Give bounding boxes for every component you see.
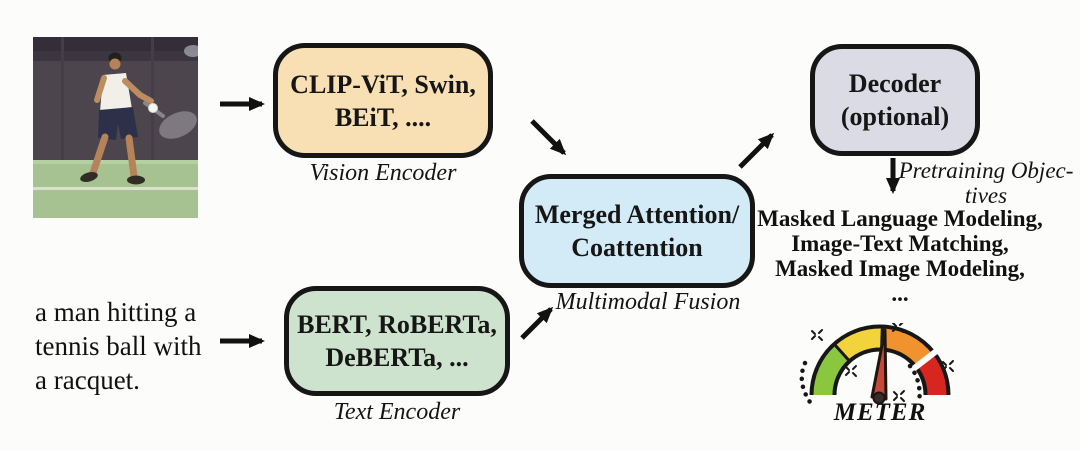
vision-encoder-label: Vision Encoder <box>309 160 457 186</box>
meter-label: METER <box>833 399 927 426</box>
text-encoder-line: DeBERTa, ... <box>325 343 469 372</box>
racquet-icon <box>159 111 197 139</box>
vision-encoder-box: CLIP-ViT, Swin, BEiT, .... <box>273 43 493 158</box>
caption-line: a man hitting a <box>35 297 197 327</box>
caption-line: a racquet. <box>35 365 140 395</box>
fusion-label: Multimodal Fusion <box>555 289 741 315</box>
fusion-line: Coattention <box>571 233 703 262</box>
sparkle-marks <box>811 323 954 402</box>
tennis-photo <box>33 37 198 218</box>
text-encoder-line: BERT, RoBERTa, <box>297 310 497 339</box>
objective-item: Masked Image Modeling, <box>775 256 1025 281</box>
pretraining-label-line: Pretraining Objec- <box>898 158 1074 183</box>
vision-encoder-line: CLIP-ViT, Swin, <box>290 69 476 99</box>
objective-item: ... <box>891 281 909 306</box>
fusion-line: Merged Attention/ <box>534 200 740 229</box>
arrow-vision-to-fusion <box>530 119 567 156</box>
sparkle-icon <box>892 323 904 333</box>
objective-item: Masked Language Modeling, <box>757 206 1043 231</box>
tennis-ball-icon <box>148 103 158 113</box>
objectives-list: Masked Language Modeling, Image-Text Mat… <box>748 206 1052 306</box>
sparkle-icon <box>845 365 857 377</box>
photo-top-band <box>33 37 198 51</box>
decoder-line: Decoder <box>848 69 942 98</box>
image-caption: a man hitting a tennis ball with a racqu… <box>35 295 201 397</box>
pretraining-label-line: tives <box>964 183 1008 208</box>
caption-line: tennis ball with <box>35 331 202 361</box>
objective-item: Image-Text Matching, <box>791 231 1009 256</box>
sparkle-icon <box>893 390 905 402</box>
meter-gauge-icon <box>799 323 954 408</box>
decoder-line: (optional) <box>840 102 950 131</box>
sparkle-icon <box>942 360 954 372</box>
gauge-divider <box>832 341 851 362</box>
glare <box>184 45 198 57</box>
text-encoder-label: Text Encoder <box>333 399 461 425</box>
gauge-gap <box>911 348 939 372</box>
decoder-box: Decoder (optional) <box>810 44 980 156</box>
gauge-dots-left <box>799 360 815 408</box>
gauge-hub <box>872 391 886 405</box>
court-edge <box>33 160 198 164</box>
gauge-segment-yellow <box>835 328 883 360</box>
gauge-segment-green <box>813 345 849 396</box>
text-encoder-box: BERT, RoBERTa, DeBERTa, ... <box>284 286 510 396</box>
tennis-player <box>80 52 154 185</box>
court-line <box>33 187 198 190</box>
vision-encoder-line: BEiT, .... <box>334 102 432 132</box>
fusion-box: Merged Attention/ Coattention <box>519 174 755 288</box>
sparkle-icon <box>811 329 823 341</box>
wall-seam <box>61 37 64 160</box>
pretraining-objectives-label: Pretraining Objec- tives <box>893 158 1079 208</box>
arrow-fusion-to-decoder <box>738 132 775 169</box>
